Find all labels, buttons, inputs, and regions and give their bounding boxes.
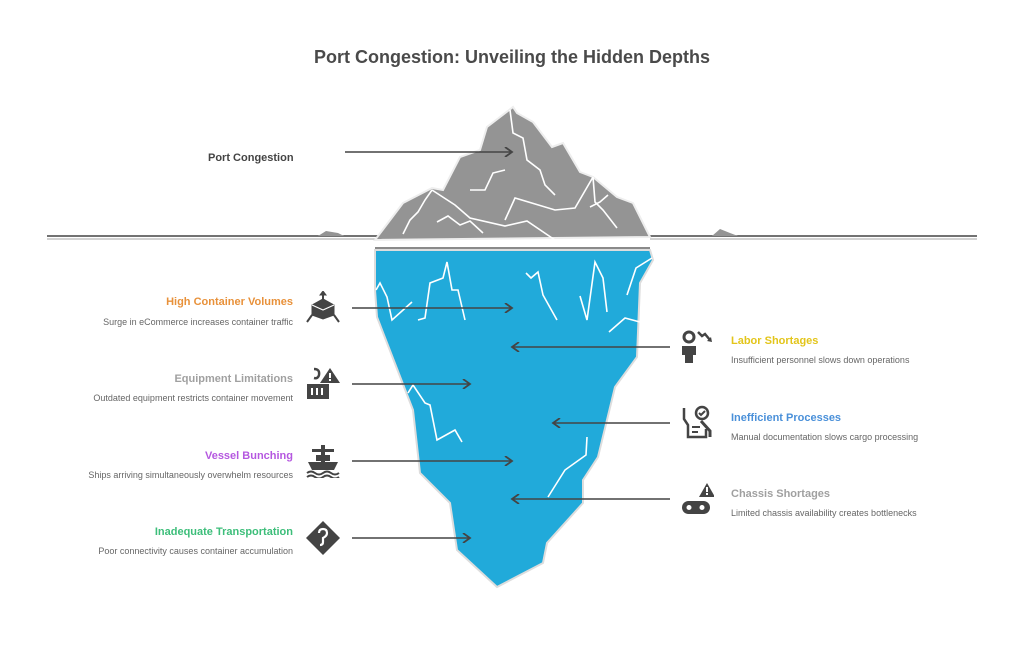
inadequate-transportation-desc: Poor connectivity causes container accum… bbox=[98, 546, 293, 556]
high-container-volumes-desc: Surge in eCommerce increases container t… bbox=[103, 317, 293, 327]
worker-decline-icon bbox=[682, 330, 712, 363]
chassis-warning-icon bbox=[682, 483, 714, 514]
diagram-title: Port Congestion: Unveiling the Hidden De… bbox=[314, 47, 710, 67]
labor-shortages-title: Labor Shortages bbox=[731, 335, 819, 347]
iceberg-bottom bbox=[374, 249, 655, 589]
inefficient-processes-desc: Manual documentation slows cargo process… bbox=[731, 432, 919, 442]
ship-icon bbox=[306, 445, 340, 478]
inefficient-processes-title: Inefficient Processes bbox=[731, 412, 842, 424]
bottom-cracks bbox=[375, 257, 653, 498]
port-congestion-label: Port Congestion bbox=[208, 152, 294, 164]
equipment-limitations-title: Equipment Limitations bbox=[174, 373, 293, 385]
ice-chunk-right bbox=[712, 229, 738, 236]
chassis-shortages-desc: Limited chassis availability creates bot… bbox=[731, 508, 917, 518]
high-container-volumes-title: High Container Volumes bbox=[166, 296, 293, 308]
vessel-bunching-desc: Ships arriving simultaneously overwhelm … bbox=[88, 470, 293, 480]
labor-shortages-desc: Insufficient personnel slows down operat… bbox=[731, 355, 910, 365]
box-spread-icon bbox=[306, 291, 340, 323]
top-cracks bbox=[402, 109, 618, 241]
crane-warning-icon bbox=[307, 367, 340, 399]
equipment-limitations-desc: Outdated equipment restricts container m… bbox=[93, 393, 293, 403]
vessel-bunching-title: Vessel Bunching bbox=[204, 450, 293, 462]
connector-arrows bbox=[345, 152, 670, 538]
document-check-icon bbox=[682, 405, 712, 439]
iceberg-top bbox=[372, 105, 652, 242]
inadequate-transportation-title: Inadequate Transportation bbox=[154, 526, 293, 538]
route-sign-icon bbox=[306, 521, 340, 555]
chassis-shortages-title: Chassis Shortages bbox=[731, 488, 831, 500]
ice-chunk-left bbox=[318, 231, 344, 236]
